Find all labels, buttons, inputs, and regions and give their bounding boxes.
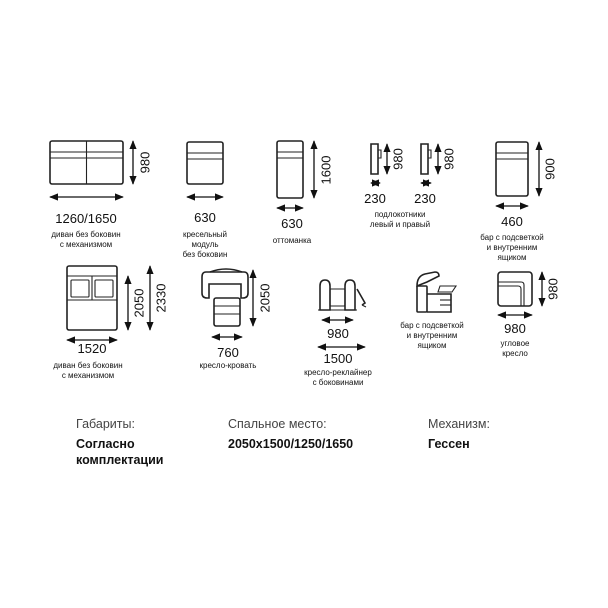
chair-module-caption-2: модуль <box>191 240 218 249</box>
bar-1-width-label: 460 <box>501 214 523 229</box>
mechanism-label: Механизм: <box>428 417 490 431</box>
ottoman-caption: оттоманка <box>273 236 312 245</box>
bar-1-caption-3: ящиком <box>498 253 527 262</box>
recliner-icon <box>318 279 367 311</box>
dimensions-label: Габариты: <box>76 417 135 431</box>
armrest-right-icon <box>420 143 432 175</box>
chair-bed-depth-label: 2050 <box>257 284 272 313</box>
chair-bed-caption: кресло-кровать <box>200 361 257 370</box>
armrest-left-width-label: 230 <box>364 191 386 206</box>
module-ottoman: 1600 630 оттоманка <box>273 140 333 245</box>
chair-module-caption-3: без боковин <box>183 250 228 259</box>
sofa-caption-1: диван без боковин <box>51 230 120 239</box>
bar-1-caption-2: и внутренним <box>487 243 538 252</box>
sofa-depth-label: 980 <box>137 152 152 174</box>
sofa-open-caption-2: с механизмом <box>62 371 114 380</box>
bar-2-caption-3: ящиком <box>418 341 447 350</box>
recliner-caption-1: кресло-реклайнер <box>304 368 372 377</box>
chair-module-width-label: 630 <box>194 210 216 225</box>
module-corner-chair: 980 980 угловое кресло <box>497 271 560 358</box>
module-sofa-open: 2050 2330 1520 диван без боковин с механ… <box>53 265 168 380</box>
module-chair: 630 кресельный модуль без боковин <box>183 141 228 259</box>
corner-chair-caption-2: кресло <box>502 349 528 358</box>
armrest-left-depth-label: 980 <box>390 148 405 170</box>
ottoman-depth-label: 1600 <box>318 156 333 185</box>
armrest-right-depth-label: 980 <box>441 148 456 170</box>
module-chair-bed: 2050 760 кресло-кровать <box>200 268 272 370</box>
module-bar-2: бар с подсветкой и внутренним ящиком <box>400 271 464 350</box>
recliner-caption-2: с боковинами <box>313 378 364 387</box>
chair-bed-icon <box>201 268 249 327</box>
bar-2-caption-1: бар с подсветкой <box>400 321 464 330</box>
module-sofa: 980 1260/1650 диван без боковин с механи… <box>49 140 152 249</box>
sleeping-place-value: 2050x1500/1250/1650 <box>228 437 354 451</box>
chair-module-caption-1: кресельный <box>183 230 227 239</box>
bar-1-icon <box>495 141 529 197</box>
chair-bed-width-label: 760 <box>217 345 239 360</box>
sofa-open-caption-1: диван без боковин <box>53 361 122 370</box>
corner-chair-depth-label: 980 <box>545 278 560 300</box>
module-recliner: 980 1500 кресло-реклайнер с боковинами <box>304 279 372 387</box>
armrest-left-icon <box>370 143 382 175</box>
recliner-outer-width-label: 1500 <box>324 351 353 366</box>
corner-chair-icon <box>497 271 533 307</box>
ottoman-width-label: 630 <box>281 216 303 231</box>
sofa-icon <box>49 140 124 185</box>
corner-chair-caption-1: угловое <box>500 339 530 348</box>
module-bar-1: 900 460 бар с подсветкой и внутренним ящ… <box>480 141 557 262</box>
bar-1-depth-label: 900 <box>542 158 557 180</box>
mechanism-value: Гессен <box>428 437 470 451</box>
sofa-caption-2: с механизмом <box>60 240 112 249</box>
chair-module-icon <box>186 141 224 185</box>
recliner-inner-width-label: 980 <box>327 326 349 341</box>
sofa-open-width-label: 1520 <box>78 341 107 356</box>
bar-2-icon <box>416 271 458 313</box>
ottoman-icon <box>276 140 304 199</box>
armrest-right-width-label: 230 <box>414 191 436 206</box>
corner-chair-width-label: 980 <box>504 321 526 336</box>
bar-2-caption-2: и внутренним <box>407 331 458 340</box>
sofa-open-outer-depth-label: 2330 <box>153 284 168 313</box>
sofa-open-icon <box>66 265 118 331</box>
armrests-caption-2: левый и правый <box>370 220 430 229</box>
sleeping-place-label: Спальное место: <box>228 417 327 431</box>
sofa-open-inner-depth-label: 2050 <box>131 289 146 318</box>
module-armrests: 980 230 980 230 подлокотники левый и пра… <box>364 143 456 229</box>
dimensions-value-1: Согласно <box>76 437 135 451</box>
dimensions-value-2: комплектации <box>76 453 164 467</box>
armrests-caption-1: подлокотники <box>375 210 426 219</box>
sofa-width-label: 1260/1650 <box>55 211 116 226</box>
bar-1-caption-1: бар с подсветкой <box>480 233 544 242</box>
